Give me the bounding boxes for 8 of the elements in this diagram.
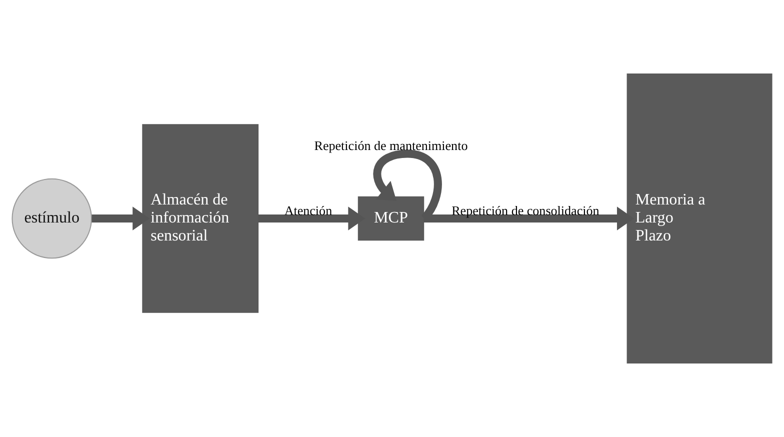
edge-label: Repetición de consolidación <box>452 202 600 218</box>
node-box: Memoria a Largo Plazo <box>626 74 772 364</box>
node-circle: estímulo <box>12 178 92 259</box>
edge-label: Atención <box>284 202 332 218</box>
node-box: Almacén de información sensorial <box>142 124 259 313</box>
arrow <box>424 206 634 230</box>
edge-label: Repetición de mantenimiento <box>314 138 468 154</box>
node-box: MCP <box>358 196 424 241</box>
